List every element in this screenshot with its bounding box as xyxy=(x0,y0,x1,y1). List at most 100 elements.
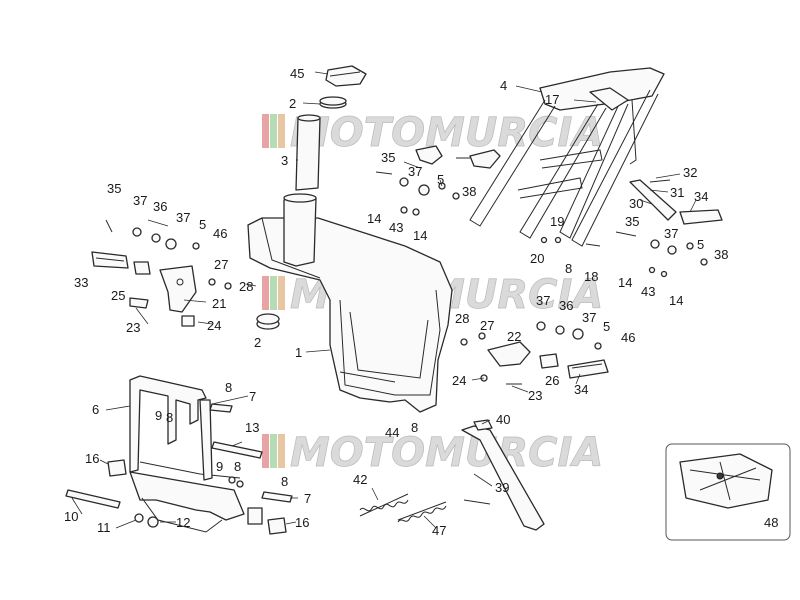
watermark-bottom: MOTOMURCIA xyxy=(262,430,604,476)
callout-label: 7 xyxy=(304,491,311,506)
callout-label: 39 xyxy=(495,480,509,495)
callout-label: 38 xyxy=(462,184,476,199)
callout-label: 4 xyxy=(500,78,507,93)
bearing-lower-part xyxy=(256,313,280,330)
inset-label: 48 xyxy=(764,515,778,530)
callout-label: 24 xyxy=(452,373,466,388)
stand-bushing-part xyxy=(107,459,287,535)
callout-label: 8 xyxy=(225,380,232,395)
callout-label: 12 xyxy=(176,515,190,530)
callout-label: 38 xyxy=(714,247,728,262)
callout-label: 9 xyxy=(155,408,162,423)
callout-label: 17 xyxy=(545,92,559,107)
bearing-upper-part xyxy=(319,96,347,109)
callout-label: 27 xyxy=(480,318,494,333)
callout-label: 40 xyxy=(496,412,510,427)
callout-label: 8 xyxy=(281,474,288,489)
callout-label: 42 xyxy=(353,472,367,487)
callout-label: 13 xyxy=(245,420,259,435)
springs xyxy=(359,493,447,523)
steering-cap-part xyxy=(325,65,367,87)
callout-label: 21 xyxy=(212,296,226,311)
callout-label: 33 xyxy=(74,275,88,290)
callout-label: 44 xyxy=(385,425,399,440)
leader-lines xyxy=(71,71,697,529)
callout-label: 19 xyxy=(550,214,564,229)
rear-subframe-part xyxy=(469,67,665,247)
callout-label: 36 xyxy=(153,199,167,214)
callout-label: 1 xyxy=(295,345,302,360)
callout-label: 14 xyxy=(669,293,683,308)
steering-tube-part xyxy=(295,114,321,191)
stand-bolts xyxy=(65,403,293,528)
main-frame-part xyxy=(247,193,453,413)
callout-label: 37 xyxy=(536,293,550,308)
watermark-text: MOTOMURCIA xyxy=(290,110,603,156)
left-footpeg-assembly xyxy=(91,251,197,327)
callout-label: 8 xyxy=(411,420,418,435)
callout-label: 45 xyxy=(290,66,304,81)
callout-label: 30 xyxy=(629,196,643,211)
callout-label: 37 xyxy=(176,210,190,225)
callout-label: 2 xyxy=(289,96,296,111)
callout-label: 16 xyxy=(85,451,99,466)
callout-label: 5 xyxy=(697,237,704,252)
callout-label: 14 xyxy=(618,275,632,290)
callout-label: 3 xyxy=(281,153,288,168)
callout-label: 35 xyxy=(107,181,121,196)
watermark-text: MOTOMURCIA xyxy=(290,430,603,476)
callout-label: 37 xyxy=(664,226,678,241)
right-footpeg-assembly xyxy=(487,341,609,385)
callout-labels: 45 2 4 17 3 35 37 5 38 32 31 30 34 35 37… xyxy=(64,66,728,538)
callout-label: 46 xyxy=(213,226,227,241)
callout-label: 26 xyxy=(545,373,559,388)
small-hardware xyxy=(105,171,708,382)
callout-label: 27 xyxy=(214,257,228,272)
callout-label: 5 xyxy=(603,319,610,334)
callout-label: 14 xyxy=(413,228,427,243)
callout-label: 35 xyxy=(625,214,639,229)
center-stand-part xyxy=(129,375,263,533)
callout-label: 23 xyxy=(126,320,140,335)
callout-label: 16 xyxy=(295,515,309,530)
callout-label: 11 xyxy=(97,520,111,535)
callout-label: 20 xyxy=(530,251,544,266)
callout-label: 31 xyxy=(670,185,684,200)
callout-label: 37 xyxy=(408,164,422,179)
callout-label: 37 xyxy=(582,310,596,325)
callout-label: 24 xyxy=(207,318,221,333)
callout-label: 23 xyxy=(528,388,542,403)
callout-label: 36 xyxy=(559,298,573,313)
callout-label: 28 xyxy=(455,311,469,326)
callout-label: 28 xyxy=(239,279,253,294)
callout-label: 5 xyxy=(199,217,206,232)
callout-label: 9 xyxy=(216,459,223,474)
callout-label: 10 xyxy=(64,509,78,524)
callout-label: 35 xyxy=(381,150,395,165)
callout-label: 37 xyxy=(133,193,147,208)
inset-box: 48 xyxy=(665,443,791,541)
callout-label: 14 xyxy=(367,211,381,226)
callout-label: 8 xyxy=(166,410,173,425)
callout-label: 47 xyxy=(432,523,446,538)
callout-label: 25 xyxy=(111,288,125,303)
callout-label: 43 xyxy=(389,220,403,235)
callout-label: 34 xyxy=(574,382,588,397)
callout-label: 34 xyxy=(694,189,708,204)
callout-label: 22 xyxy=(507,329,521,344)
callout-label: 8 xyxy=(565,261,572,276)
callout-label: 7 xyxy=(249,389,256,404)
watermark-top: MOTOMURCIA xyxy=(262,110,604,156)
callout-label: 46 xyxy=(621,330,635,345)
callout-label: 8 xyxy=(234,459,241,474)
callout-label: 43 xyxy=(641,284,655,299)
callout-label: 32 xyxy=(683,165,697,180)
callout-label: 6 xyxy=(92,402,99,417)
rear-footpeg-bracket-part xyxy=(629,179,723,225)
callout-label: 2 xyxy=(254,335,261,350)
callout-label: 18 xyxy=(584,269,598,284)
bracket-upper-right-part xyxy=(415,145,501,169)
side-stand-part xyxy=(461,419,545,531)
